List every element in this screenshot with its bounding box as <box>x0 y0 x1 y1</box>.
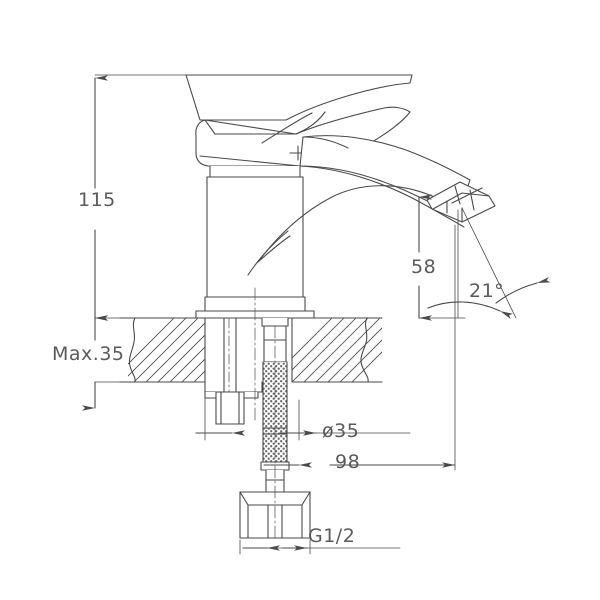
dimension-label-spout-angle: 21° <box>469 280 504 302</box>
dimension-angle-21 <box>427 207 551 319</box>
dimension-label-mounting-hole: ø35 <box>322 420 359 442</box>
counter-deck-section <box>119 317 383 383</box>
dimension-deck-max35 <box>82 315 131 411</box>
aerator-head <box>426 181 496 223</box>
dimension-label-spout-height: 58 <box>411 256 436 278</box>
dimension-reach-98 <box>263 224 456 471</box>
supply-hose <box>239 317 311 541</box>
mounting-hardware <box>204 317 263 425</box>
dimension-thread-g12 <box>239 539 401 555</box>
dimension-spout-58 <box>418 194 466 321</box>
dimension-label-deck-thickness: Max.35 <box>52 343 125 365</box>
dimension-hole-dia35 <box>195 397 411 441</box>
dimension-label-height: 115 <box>78 189 116 211</box>
dimension-label-spout-reach: 98 <box>335 451 360 473</box>
dimension-label-thread: G1/2 <box>308 525 355 547</box>
